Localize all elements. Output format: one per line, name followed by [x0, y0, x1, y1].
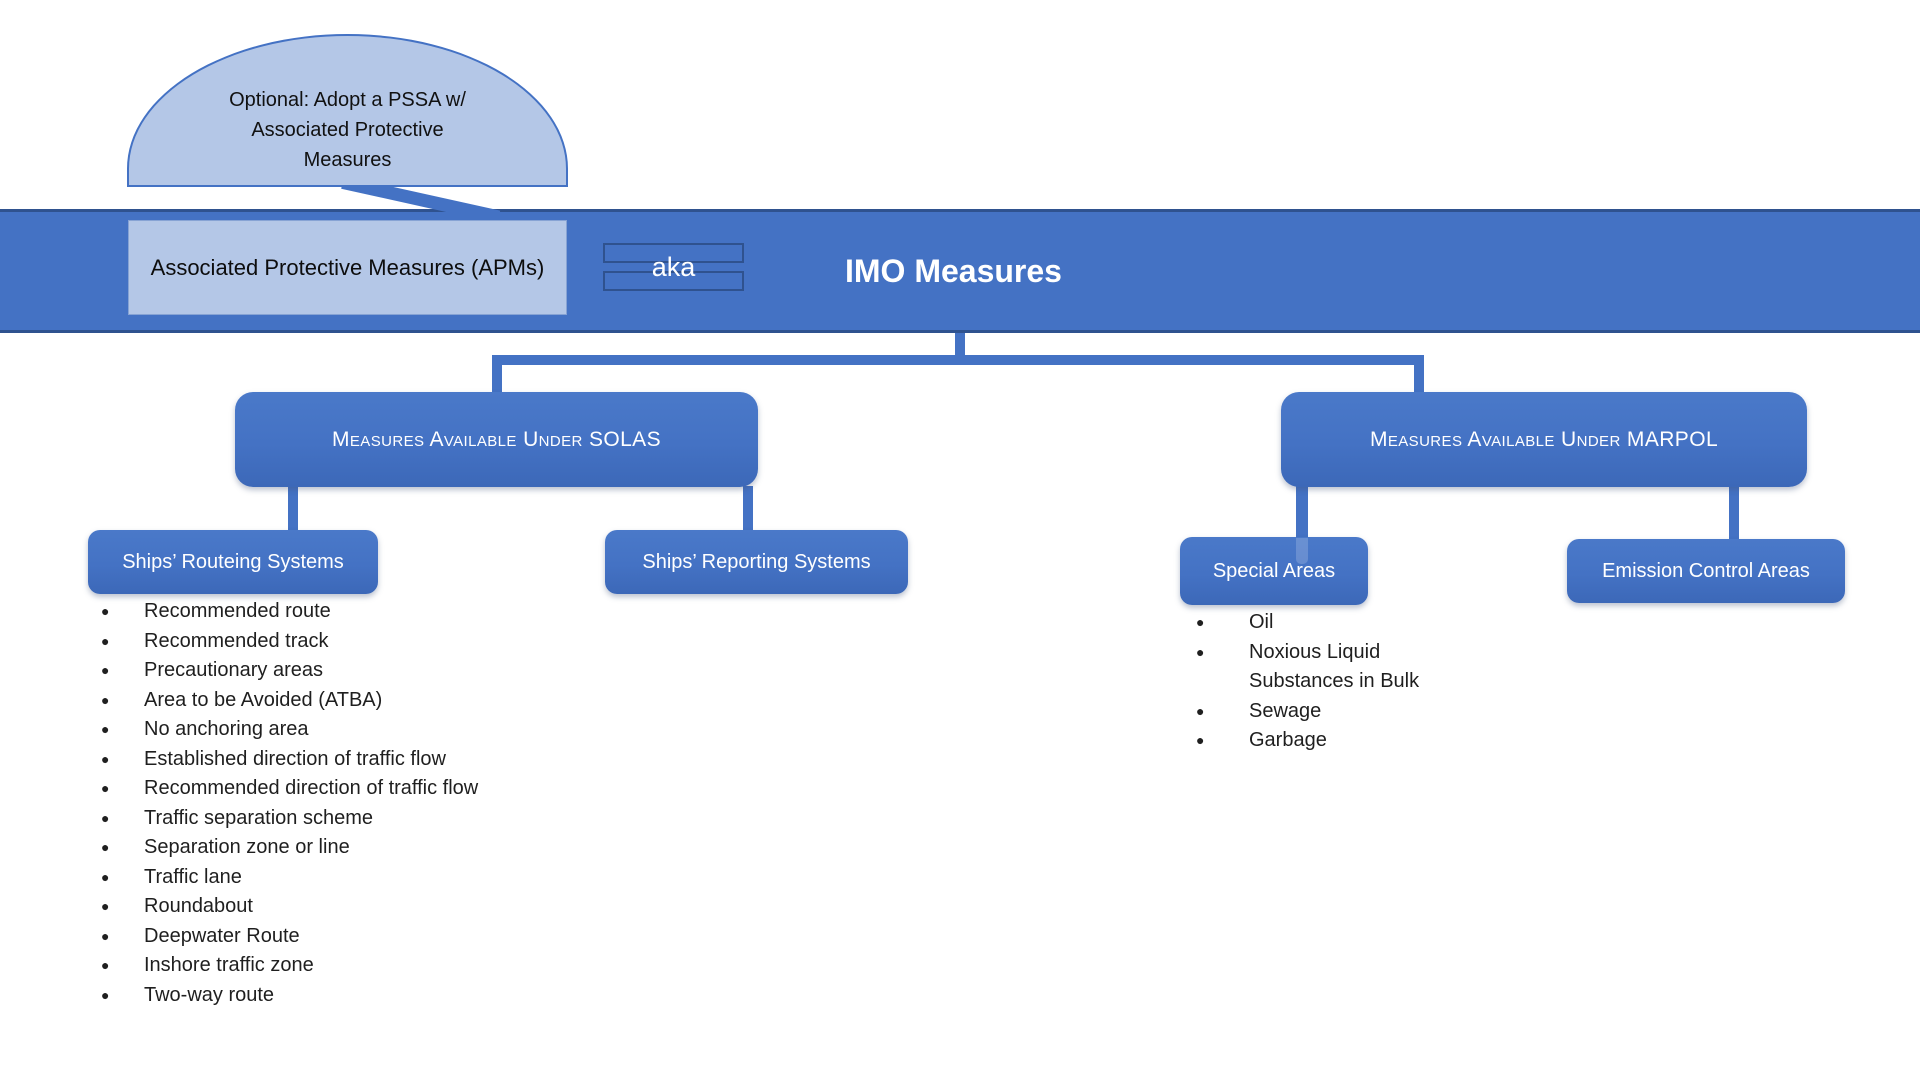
routeing-list-item: Area to be Avoided (ATBA)	[95, 686, 565, 716]
connector-horizontal-bar	[492, 355, 1424, 365]
node-marpol-label: Measures Available Under MARPOL	[1369, 427, 1719, 451]
pssa-callout-shape: Optional: Adopt a PSSA w/Associated Prot…	[127, 34, 568, 187]
routeing-list-item: Precautionary areas	[95, 656, 565, 686]
connector-to-solas	[492, 355, 502, 393]
connector-special-areas-inner-stub	[1296, 538, 1308, 564]
pssa-callout-line: Associated Protective	[251, 119, 444, 141]
routeing-list-item: Traffic lane	[95, 863, 565, 893]
routeing-list-item: Recommended route	[95, 597, 565, 627]
connector-to-marpol	[1414, 355, 1424, 393]
node-measures-under-solas: Measures Available Under SOLAS	[235, 392, 758, 487]
connector-solas-to-routeing	[288, 486, 298, 532]
routeing-list-item: Deepwater Route	[95, 922, 565, 952]
routeing-list-item: No anchoring area	[95, 715, 565, 745]
node-solas-label: Measures Available Under SOLAS	[332, 427, 661, 451]
apm-box-label: Associated Protective Measures (APMs)	[150, 254, 545, 280]
pssa-callout-text: Optional: Adopt a PSSA w/Associated Prot…	[229, 85, 466, 185]
node-eca-label: Emission Control Areas	[1602, 559, 1810, 582]
special-areas-list-item: Garbage	[1190, 726, 1430, 756]
node-special-areas-label: Special Areas	[1212, 559, 1336, 582]
node-special-areas: Special Areas	[1180, 537, 1368, 605]
aka-label: aka	[651, 251, 696, 282]
connector-solas-to-reporting	[743, 486, 753, 532]
node-ships-routeing-systems: Ships’ Routeing Systems	[88, 530, 378, 594]
routeing-list-item: Recommended direction of traffic flow	[95, 774, 565, 804]
apm-box: Associated Protective Measures (APMs)	[128, 220, 567, 315]
routeing-list-item: Two-way route	[95, 981, 565, 1011]
routeing-list-item: Inshore traffic zone	[95, 951, 565, 981]
special-areas-list-item: Oil	[1190, 608, 1430, 638]
connector-banner-down	[955, 331, 965, 357]
special-areas-list-item: Sewage	[1190, 697, 1430, 727]
banner-title: IMO Measures	[845, 252, 1062, 289]
special-areas-list-item: Noxious Liquid Substances in Bulk	[1190, 638, 1430, 697]
aka-rect-top	[603, 243, 744, 263]
routeing-list-item: Separation zone or line	[95, 833, 565, 863]
special-areas-list: OilNoxious Liquid Substances in BulkSewa…	[1190, 608, 1430, 756]
pssa-callout-line: Optional: Adopt a PSSA w/	[229, 89, 466, 111]
pssa-callout-line: Measures	[303, 149, 392, 171]
node-measures-under-marpol: Measures Available Under MARPOL	[1281, 392, 1807, 487]
routeing-list-item: Established direction of traffic flow	[95, 745, 565, 775]
connector-marpol-to-special-areas	[1296, 486, 1308, 540]
routeing-systems-list: Recommended routeRecommended trackPrecau…	[95, 597, 565, 1010]
aka-rect-bottom	[603, 271, 744, 291]
connector-marpol-to-eca	[1729, 486, 1739, 541]
routeing-list-item: Traffic separation scheme	[95, 804, 565, 834]
node-emission-control-areas: Emission Control Areas	[1567, 539, 1845, 603]
routeing-list-item: Recommended track	[95, 627, 565, 657]
routeing-list-item: Roundabout	[95, 892, 565, 922]
node-routeing-label: Ships’ Routeing Systems	[122, 550, 344, 573]
node-ships-reporting-systems: Ships’ Reporting Systems	[605, 530, 908, 594]
node-reporting-label: Ships’ Reporting Systems	[642, 550, 871, 573]
